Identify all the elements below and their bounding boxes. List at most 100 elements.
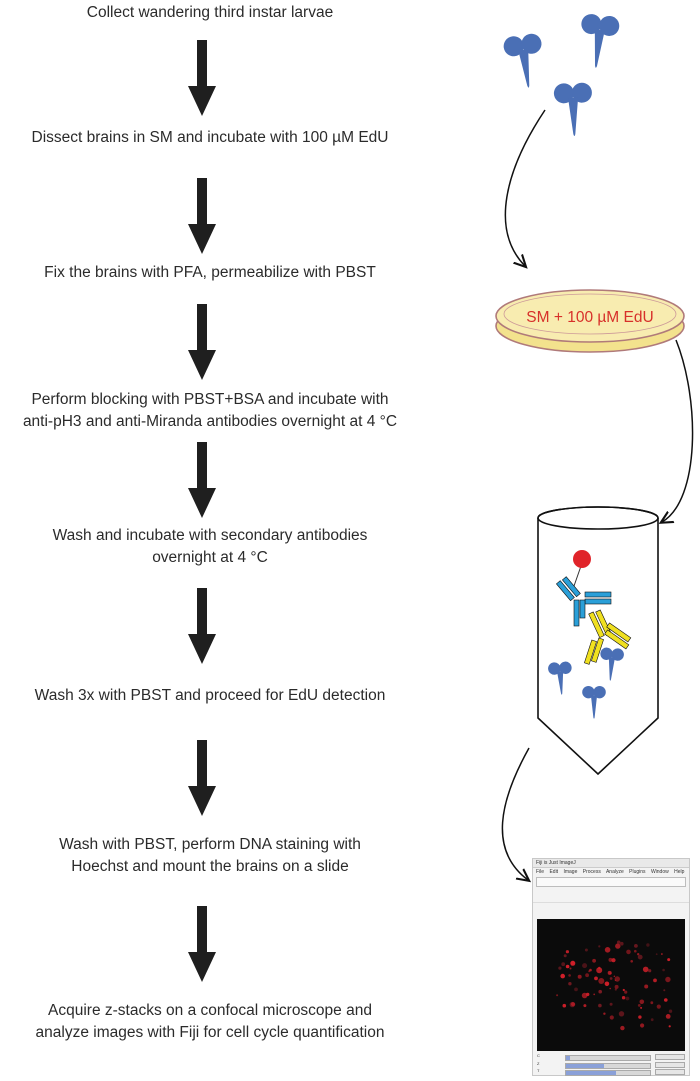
step-3-fix-brains: Fix the brains with PFA, permeabilize wi… [0, 262, 420, 284]
cell-speckle [574, 987, 578, 992]
step-8-line-2: analyze images with Fiji for cell cycle … [35, 1024, 385, 1041]
cell-speckle [565, 964, 570, 969]
cell-speckle [561, 962, 566, 967]
down-arrow-icon [188, 304, 216, 380]
cell-speckle [565, 950, 569, 954]
fiji-slider-label: C [537, 1053, 540, 1058]
cell-speckle [563, 954, 567, 958]
step-8-acquire-analyze: Acquire z-stacks on a confocal microscop… [0, 1000, 420, 1044]
cell-speckle [609, 1015, 614, 1020]
cell-speckle [589, 968, 592, 972]
cell-speckle [562, 1003, 567, 1008]
cell-speckle [598, 945, 601, 948]
cell-speckle [656, 1004, 661, 1009]
cell-speckle [571, 1002, 576, 1007]
cell-speckle [568, 982, 572, 986]
fiji-slider-label: Z [537, 1061, 540, 1066]
cell-speckle [667, 958, 671, 962]
cell-speckle [614, 988, 617, 991]
cell-speckle [560, 973, 565, 979]
cell-speckle [665, 976, 671, 983]
cell-speckle [650, 1001, 654, 1005]
down-arrow-icon [188, 442, 216, 518]
primary-antibody-icon [584, 609, 632, 665]
step-2-dissect-brains: Dissect brains in SM and incubate with 1… [0, 127, 420, 149]
cell-speckle [668, 1009, 673, 1013]
cell-speckle [665, 1014, 671, 1019]
cell-speckle [577, 974, 582, 979]
cell-speckle [644, 984, 649, 989]
fiji-info-line [533, 902, 689, 911]
cell-speckle [662, 968, 665, 972]
fluorophore-icon [573, 550, 591, 568]
step-3-line-1: Fix the brains with PFA, permeabilize wi… [44, 264, 376, 281]
cell-speckle [609, 987, 611, 990]
cell-speckle [611, 958, 616, 963]
cell-speckle [620, 941, 624, 946]
cell-speckle [630, 960, 633, 963]
cell-speckle [637, 1004, 641, 1007]
cell-speckle [646, 943, 650, 947]
cell-speckle [585, 973, 589, 978]
cell-speckle [582, 963, 588, 969]
cell-speckle [614, 984, 619, 989]
step-7-line-2: Hoechst and mount the brains on a slide [71, 858, 349, 875]
fiji-menu-analyze: Analyze [605, 869, 624, 875]
fiji-menu-bar: File Edit Image Process Analyze Plugins … [533, 868, 689, 876]
cell-speckle [615, 943, 621, 949]
down-arrow-icon [188, 40, 216, 116]
larval-brain-icon [502, 32, 548, 91]
cell-speckle [639, 999, 645, 1005]
step-6-line-1: Wash 3x with PBST and proceed for EdU de… [34, 687, 386, 704]
cell-speckle [603, 1012, 606, 1015]
step-4-line-2: anti-pH3 and anti-Miranda antibodies ove… [22, 413, 398, 430]
fiji-channel-slider: C [537, 1053, 685, 1061]
step-6-edu-detection: Wash 3x with PBST and proceed for EdU de… [0, 685, 420, 707]
petri-dish-icon [495, 289, 685, 353]
fiji-slider-label: T [537, 1068, 540, 1073]
cell-speckle [618, 1011, 625, 1017]
fiji-toolbar [536, 877, 686, 887]
cell-speckle [653, 978, 657, 983]
cell-speckle [614, 979, 617, 982]
cell-speckle [650, 1018, 654, 1022]
cell-speckle [637, 953, 640, 956]
fiji-menu-image: Image [563, 869, 578, 875]
fiji-menu-help: Help [674, 869, 685, 875]
larval-brain-icon [576, 13, 621, 70]
confocal-image [537, 919, 685, 1051]
cell-speckle [581, 992, 588, 999]
cell-speckle [569, 967, 572, 970]
cell-speckle [620, 1025, 625, 1031]
cell-speckle [640, 1023, 645, 1028]
step-4-line-1: Perform blocking with PBST+BSA and incub… [31, 391, 389, 408]
cell-speckle [664, 998, 668, 1002]
curved-arrow-icon [504, 109, 546, 266]
cell-speckle [634, 949, 637, 953]
cell-speckle [624, 990, 628, 994]
cell-speckle [622, 988, 625, 992]
fiji-menu-window: Window [650, 869, 669, 875]
cell-speckle [558, 966, 562, 970]
cell-speckle [621, 996, 626, 1000]
cell-speckle [638, 1015, 642, 1019]
cell-speckle [613, 975, 616, 978]
cell-speckle [592, 958, 596, 963]
step-4-blocking: Perform blocking with PBST+BSA and incub… [0, 389, 420, 433]
cell-speckle [594, 976, 598, 981]
down-arrow-icon [188, 178, 216, 254]
step-7-dna-staining: Wash with PBST, perform DNA staining wit… [0, 834, 420, 878]
down-arrow-icon [188, 588, 216, 664]
cell-speckle [609, 1002, 613, 1006]
cell-speckle [642, 966, 649, 973]
cell-speckle [609, 977, 613, 980]
curved-arrow-icon [501, 747, 529, 880]
cell-speckle [584, 948, 588, 952]
secondary-antibody-icon [555, 576, 612, 627]
larval-brain-icon [553, 82, 594, 137]
cell-speckle [663, 989, 666, 992]
cell-speckle [655, 953, 658, 956]
step-1-collect-larvae: Collect wandering third instar larvae [0, 2, 420, 24]
fiji-slice-slider: Z [537, 1061, 685, 1069]
